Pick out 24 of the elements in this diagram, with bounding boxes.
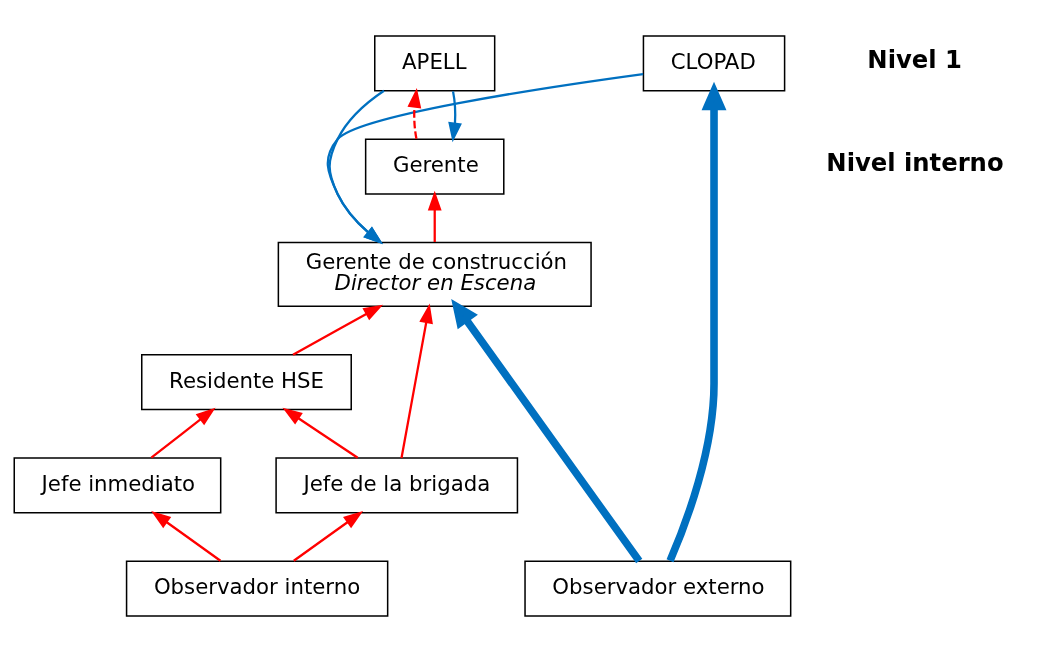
node-box: Observador externo [524, 560, 792, 617]
arrow [427, 190, 442, 242]
node-box: CLOPAD [642, 34, 786, 91]
label: Nivel 1 [867, 44, 962, 74]
node-box: APELL [374, 34, 496, 91]
arrow [150, 407, 216, 458]
node-box: Residente HSE [141, 353, 352, 410]
arrow [328, 89, 385, 244]
arrow [400, 303, 433, 458]
node-box: Gerente de construcción Director en Escena [277, 241, 592, 307]
arrow [293, 510, 364, 562]
arrow [292, 304, 384, 356]
arrow [326, 72, 644, 244]
node-box: Jefe inmediato [13, 456, 222, 513]
arrow [151, 510, 222, 562]
node-box: Observador interno [125, 560, 389, 617]
node-box: Gerente [364, 138, 505, 195]
arrow [666, 81, 727, 562]
arrow [282, 407, 359, 459]
node-box: Jefe de la brigada [275, 456, 519, 513]
arrow [448, 90, 462, 142]
arrow [407, 87, 422, 139]
arrow [451, 298, 643, 563]
label: Nivel interno [826, 147, 1004, 177]
